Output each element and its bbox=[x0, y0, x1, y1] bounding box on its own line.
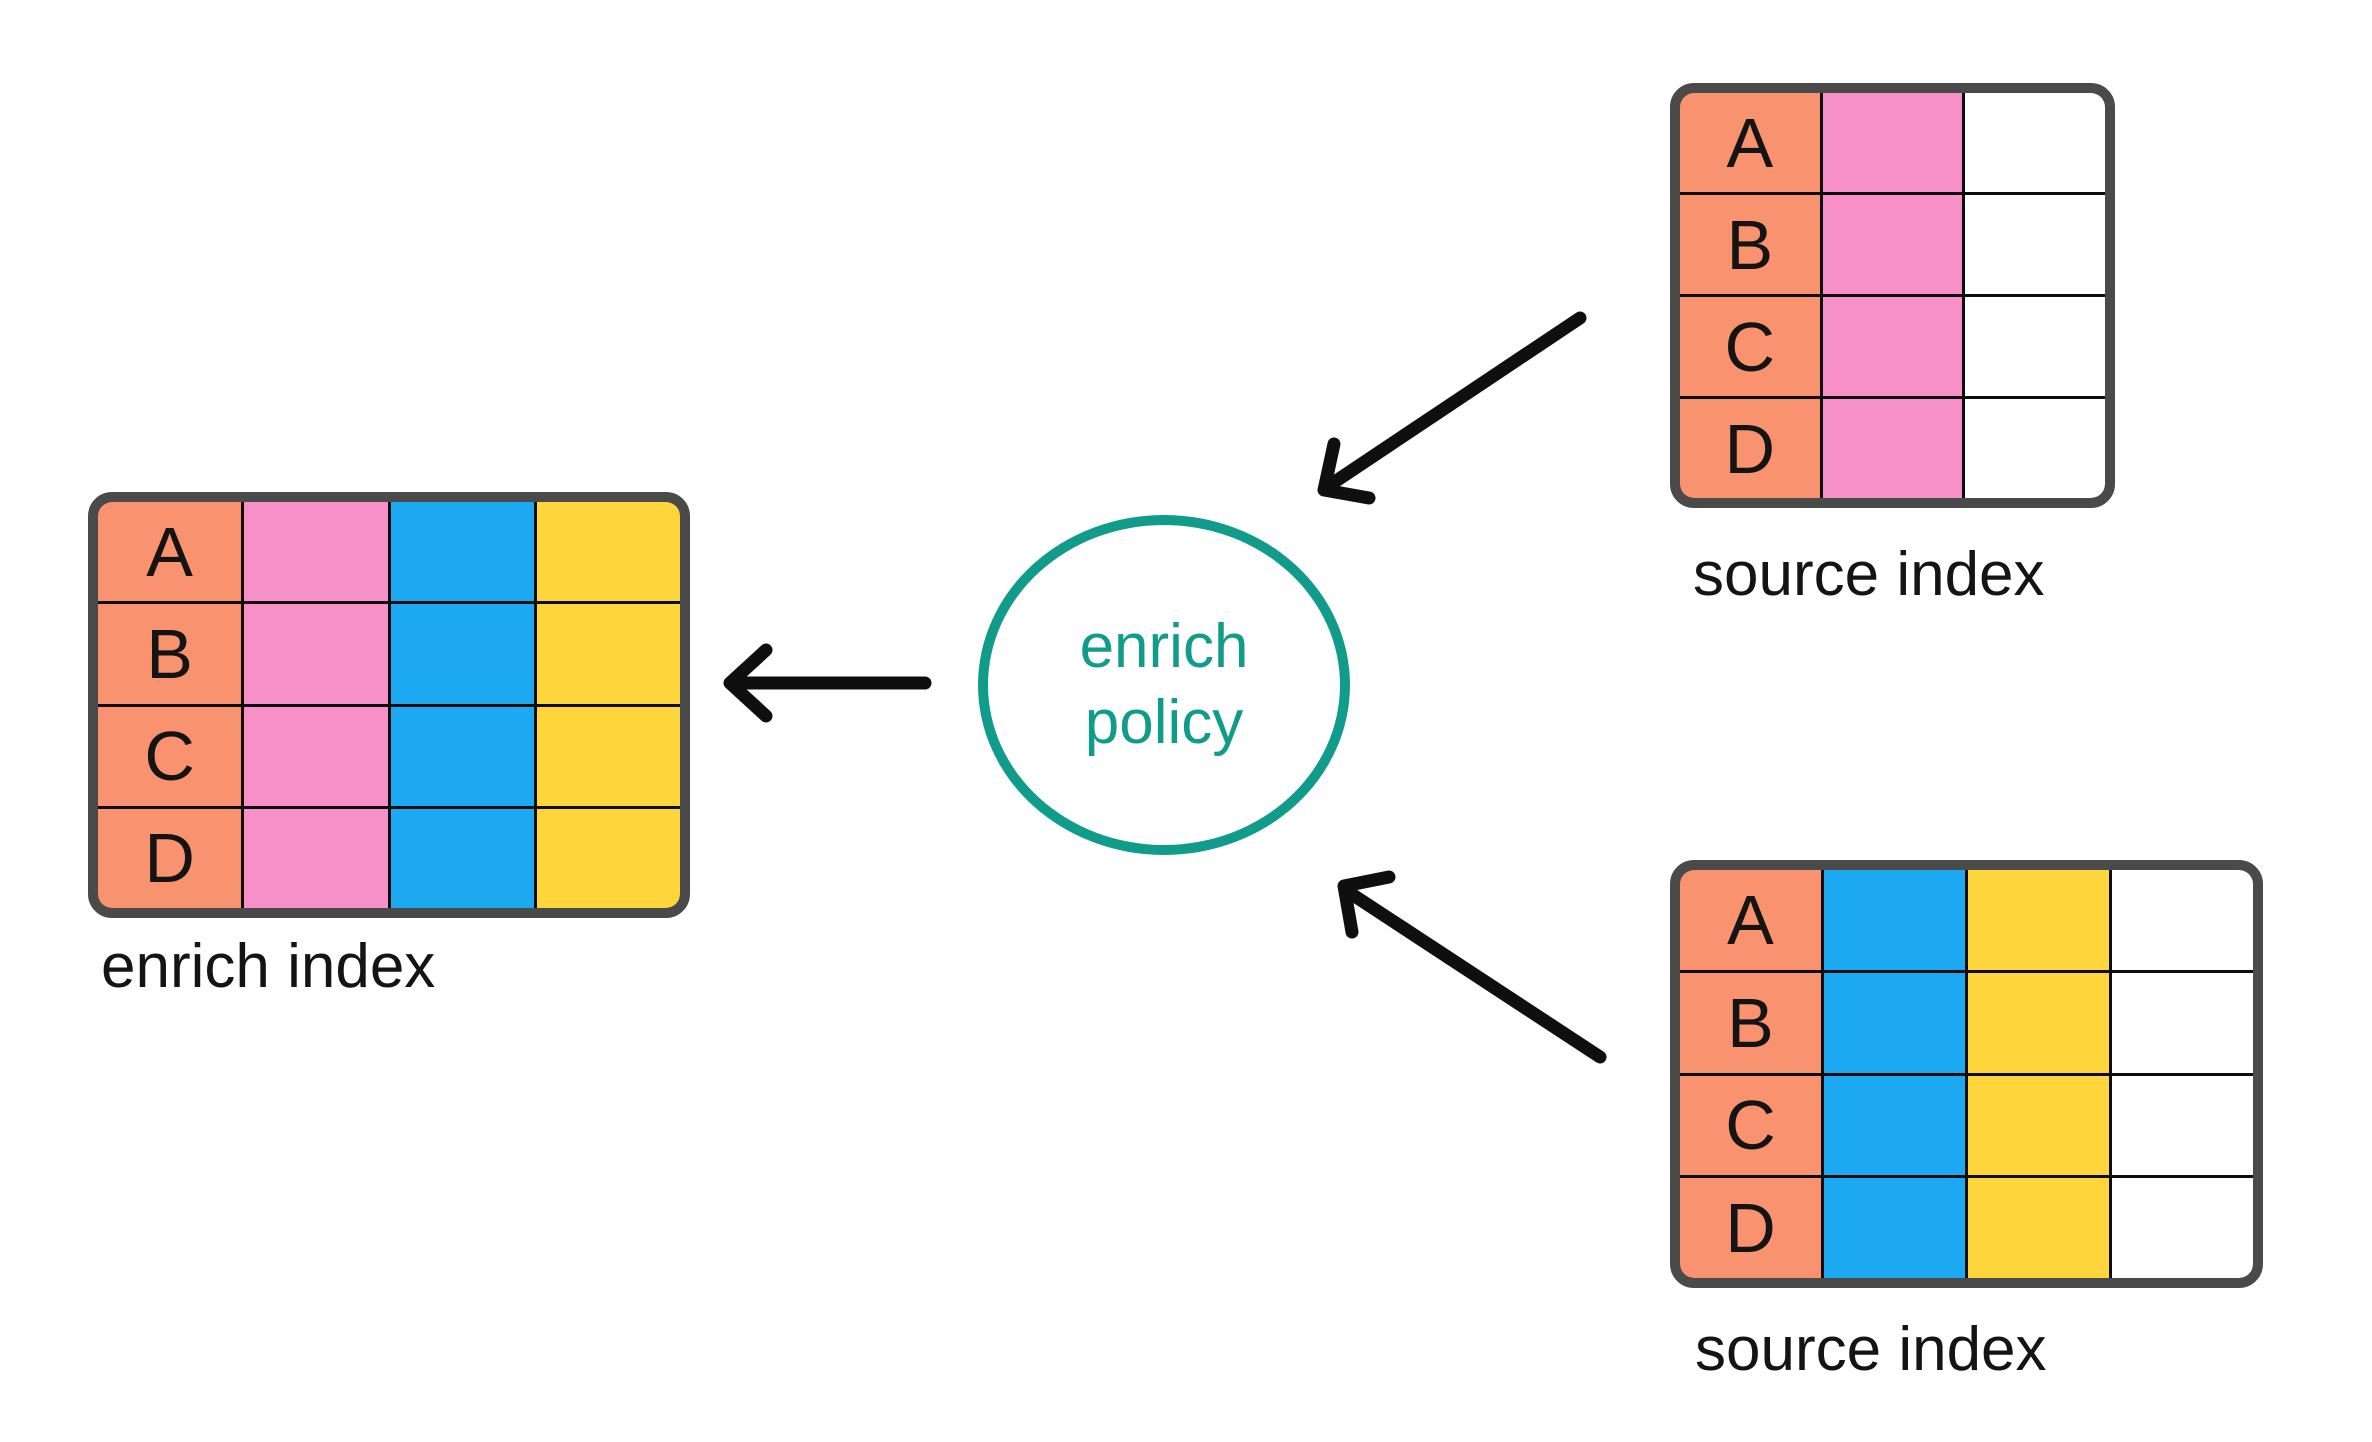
table-cell bbox=[1824, 1178, 1965, 1278]
table-cell bbox=[1824, 972, 1965, 1073]
row-key-cell: B bbox=[1680, 195, 1820, 294]
arrow-source-bottom-to-policy bbox=[1337, 870, 1607, 1064]
row-key-cell: C bbox=[98, 706, 242, 806]
enrich-policy-circle: enrich policy bbox=[978, 515, 1350, 855]
table-cell bbox=[2112, 972, 2253, 1073]
table-cell bbox=[1824, 870, 1965, 970]
table-cell bbox=[244, 604, 388, 704]
row-key-cell: D bbox=[1680, 1178, 1821, 1278]
table-cell bbox=[1822, 399, 1963, 498]
table-cell bbox=[536, 808, 680, 908]
enrich-index-table: A B C D bbox=[88, 492, 690, 918]
row-key-cell: D bbox=[1680, 399, 1820, 498]
source-index-bottom-label: source index bbox=[1695, 1315, 2047, 1384]
arrow-policy-to-enrich-index bbox=[723, 643, 932, 723]
table-cell bbox=[1824, 1075, 1965, 1176]
table-cell bbox=[390, 604, 534, 704]
table-cell bbox=[1965, 195, 2105, 294]
table-cell bbox=[536, 604, 680, 704]
row-key-cell: C bbox=[1680, 297, 1820, 396]
table-cell bbox=[2112, 1178, 2253, 1278]
table-cell bbox=[1968, 870, 2109, 970]
row-key-cell: B bbox=[1680, 972, 1821, 1073]
table-cell bbox=[1965, 399, 2105, 498]
table-cell bbox=[244, 808, 388, 908]
table-cell bbox=[1822, 195, 1963, 294]
table-cell bbox=[1968, 972, 2109, 1073]
table-cell bbox=[244, 706, 388, 806]
row-key-cell: C bbox=[1680, 1075, 1821, 1176]
table-cell bbox=[390, 706, 534, 806]
table-cell bbox=[1965, 297, 2105, 396]
enrich-policy-label-line1: enrich bbox=[1079, 611, 1249, 681]
row-key-cell: B bbox=[98, 604, 242, 704]
table-cell bbox=[536, 502, 680, 602]
table-cell bbox=[1965, 93, 2105, 192]
arrow-source-top-to-policy bbox=[1317, 311, 1587, 505]
row-key-cell: A bbox=[1680, 870, 1821, 970]
table-cell bbox=[390, 808, 534, 908]
table-cell bbox=[244, 502, 388, 602]
table-cell bbox=[1822, 297, 1963, 396]
table-cell bbox=[1968, 1178, 2109, 1278]
table-cell bbox=[2112, 1075, 2253, 1176]
table-cell bbox=[536, 706, 680, 806]
table-cell bbox=[390, 502, 534, 602]
source-index-top-table: A B C D bbox=[1670, 83, 2115, 508]
table-cell bbox=[2112, 870, 2253, 970]
table-cell bbox=[1968, 1075, 2109, 1176]
enrich-policy-label-line2: policy bbox=[1084, 688, 1244, 757]
row-key-cell: A bbox=[1680, 93, 1820, 192]
source-index-top-label: source index bbox=[1693, 540, 2045, 609]
enrich-index-label: enrich index bbox=[101, 932, 436, 1001]
table-cell bbox=[1822, 93, 1963, 192]
source-index-bottom-table: A B C D bbox=[1670, 860, 2263, 1288]
row-key-cell: D bbox=[98, 808, 242, 908]
row-key-cell: A bbox=[98, 502, 242, 602]
